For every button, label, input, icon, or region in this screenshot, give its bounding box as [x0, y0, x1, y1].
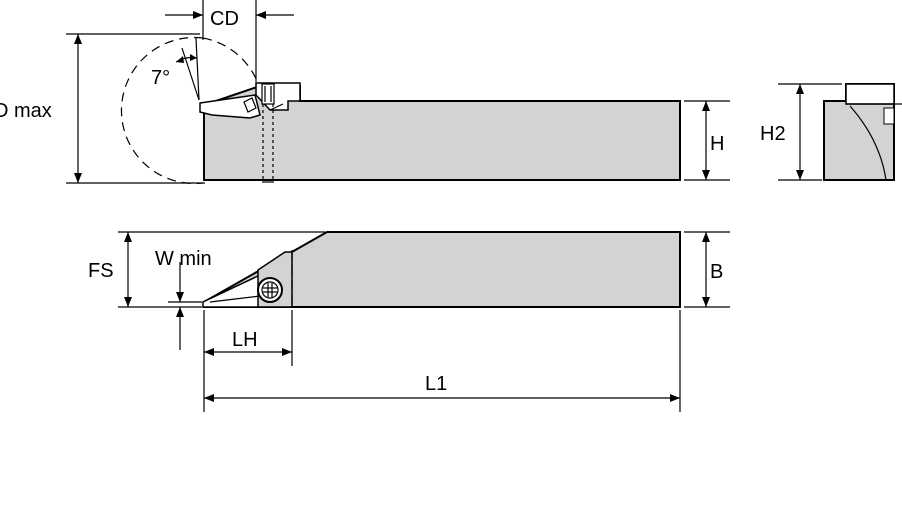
side-view: CD 7° D max H — [0, 0, 730, 185]
label-h: H — [710, 133, 724, 155]
label-b: B — [710, 261, 723, 283]
label-lh: LH — [232, 329, 258, 351]
label-cd: CD — [210, 8, 239, 30]
label-l1: L1 — [425, 373, 447, 395]
label-dmax: D max — [0, 100, 52, 122]
label-fs: FS — [88, 260, 114, 282]
angle-line-inclined — [181, 47, 200, 101]
label-angle: 7° — [151, 67, 170, 89]
label-h2: H2 — [760, 123, 786, 145]
top-view: FS W min B LH L1 — [88, 231, 730, 412]
label-wmin: W min — [155, 248, 212, 270]
clamp-screw-head — [261, 83, 275, 105]
blade-side — [199, 94, 261, 119]
angle-line-vertical — [195, 37, 200, 101]
workpiece-circle — [120, 36, 204, 185]
end-view: H2 — [760, 83, 902, 181]
